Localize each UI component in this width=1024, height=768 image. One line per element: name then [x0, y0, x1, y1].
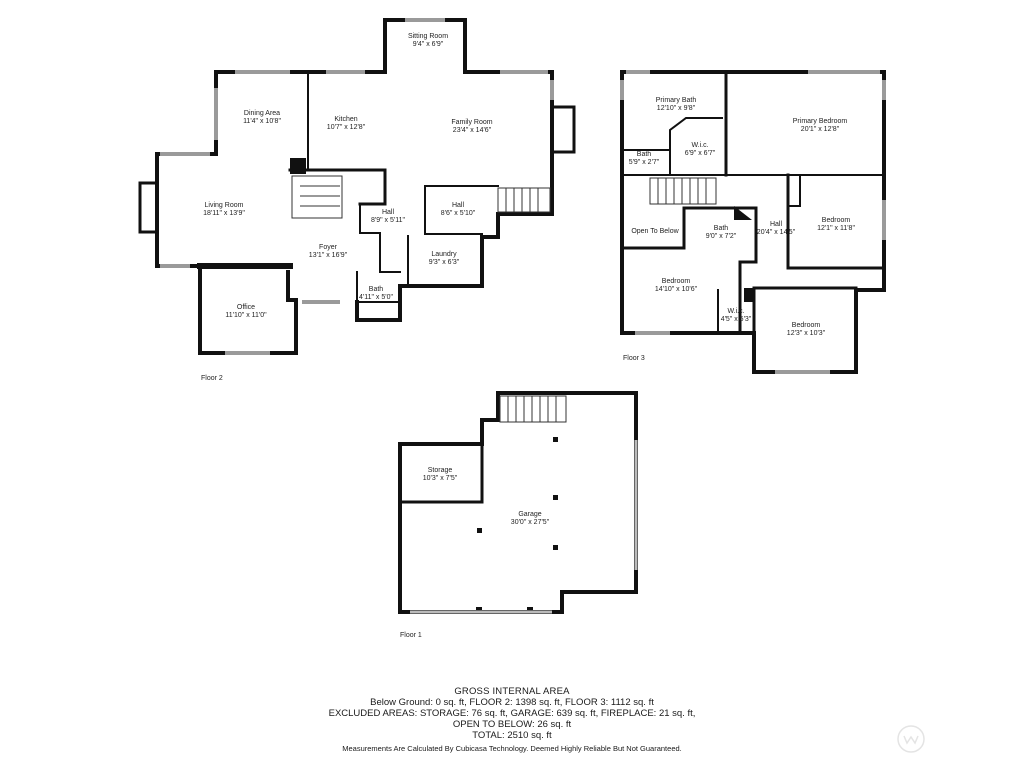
room-dimensions: 18'11" x 13'9"	[203, 210, 245, 217]
stair-wall	[288, 168, 387, 206]
room-name: Open To Below	[631, 228, 679, 235]
stairs-floor-3	[649, 177, 717, 205]
room-dimensions: 20'4" x 14'5"	[757, 229, 796, 236]
room-name: Garage	[518, 511, 541, 518]
room-dimensions: 9'0" x 7'2"	[706, 233, 737, 240]
room-dimensions: 20'1" x 12'8"	[801, 126, 840, 133]
room-name: W.i.c.	[727, 308, 744, 315]
room-name: Living Room	[205, 202, 244, 209]
room-name: Primary Bedroom	[793, 118, 848, 125]
room-dimensions: 30'0" x 27'5"	[511, 519, 550, 526]
room-name: Bath	[637, 151, 652, 158]
column-block	[290, 158, 306, 174]
summary-disclaimer: Measurements Are Calculated By Cubicasa …	[342, 744, 682, 753]
floor-2-outer-wall	[306, 18, 554, 188]
room-dimensions: 12'1" x 11'8"	[817, 225, 855, 232]
room-name: Bath	[369, 286, 384, 293]
room-dimensions: 10'3" x 7'5"	[423, 475, 458, 482]
room-name: Bath	[714, 225, 729, 232]
floor-1-plan	[398, 391, 638, 614]
storage-wall	[398, 442, 484, 504]
windows-floor-2	[160, 18, 554, 355]
room-name: Bedroom	[662, 278, 691, 285]
open-to-below-wall	[620, 208, 686, 250]
fireplace-left	[138, 181, 159, 234]
summary-line: TOTAL: 2510 sq. ft	[472, 730, 552, 741]
stairs-floor-1	[499, 395, 567, 423]
stair-column-block	[734, 206, 752, 220]
room-name: Laundry	[431, 251, 457, 258]
room-dimensions: 14'10" x 10'6"	[655, 286, 698, 293]
garage-columns	[476, 437, 558, 613]
hall-wall	[787, 174, 801, 207]
room-name: W.i.c.	[691, 142, 708, 149]
summary-title: GROSS INTERNAL AREA	[454, 686, 570, 697]
fireplace-right	[550, 105, 576, 154]
hall-wall	[359, 203, 401, 273]
room-dimensions: 4'5" x 5'3"	[721, 316, 752, 323]
room-name: Primary Bath	[656, 97, 697, 104]
floor-label: Floor 2	[201, 375, 223, 382]
room-name: Hall	[770, 221, 783, 228]
room-dimensions: 13'1" x 16'9"	[309, 252, 348, 259]
hall-wall	[424, 185, 483, 235]
watermark-seal-icon	[897, 725, 925, 753]
windows-floor-3	[620, 70, 886, 374]
summary-line: EXCLUDED AREAS: STORAGE: 76 sq. ft, GARA…	[328, 708, 696, 719]
room-name: Foyer	[319, 244, 338, 251]
room-name: Sitting Room	[408, 33, 448, 40]
floor-2-outer-wall	[355, 184, 554, 322]
room-name: Storage	[428, 467, 453, 474]
column-block	[744, 288, 754, 302]
room-dimensions: 12'3" x 10'3"	[787, 330, 826, 337]
room-name: Dining Area	[244, 110, 280, 117]
room-dimensions: 11'4" x 10'8"	[243, 118, 281, 125]
room-dimensions: 10'7" x 12'8"	[327, 124, 366, 131]
room-name: Hall	[452, 202, 465, 209]
room-dimensions: 6'9" x 6'7"	[685, 150, 716, 157]
floor-2-outer-wall	[198, 264, 298, 355]
floor-2-plan	[138, 18, 576, 355]
room-dimensions: 8'6" x 5'10"	[441, 210, 476, 217]
floor-2-outer-wall	[155, 70, 310, 268]
room-dimensions: 9'4" x 6'9"	[413, 41, 444, 48]
summary-line: Below Ground: 0 sq. ft, FLOOR 2: 1398 sq…	[370, 697, 654, 708]
room-dimensions: 4'11" x 5'0"	[359, 294, 393, 301]
bath-wall	[356, 271, 401, 303]
room-dimensions: 9'3" x 6'3"	[429, 259, 460, 266]
room-name: Bedroom	[792, 322, 821, 329]
floor-label: Floor 1	[400, 632, 422, 639]
room-name: Kitchen	[334, 116, 357, 123]
room-dimensions: 11'10" x 11'0"	[225, 312, 267, 319]
room-name: Bedroom	[822, 217, 851, 224]
room-name: Hall	[382, 209, 395, 216]
room-dimensions: 12'10" x 9'8"	[657, 105, 696, 112]
area-summary: GROSS INTERNAL AREA Below Ground: 0 sq. …	[262, 686, 762, 754]
wic-wall	[669, 117, 723, 176]
room-dimensions: 5'9" x 2'7"	[629, 159, 660, 166]
bath-hall-wall	[682, 206, 758, 335]
floor-label: Floor 3	[623, 355, 645, 362]
room-name: Office	[237, 304, 255, 311]
room-name: Family Room	[451, 119, 492, 126]
room-dimensions: 23'4" x 14'6"	[453, 127, 492, 134]
stairs-floor-2	[291, 175, 551, 219]
room-dimensions: 8'9" x 5'11"	[371, 217, 405, 224]
summary-line: OPEN TO BELOW: 26 sq. ft	[452, 719, 572, 730]
garage-door-openings	[410, 440, 638, 614]
